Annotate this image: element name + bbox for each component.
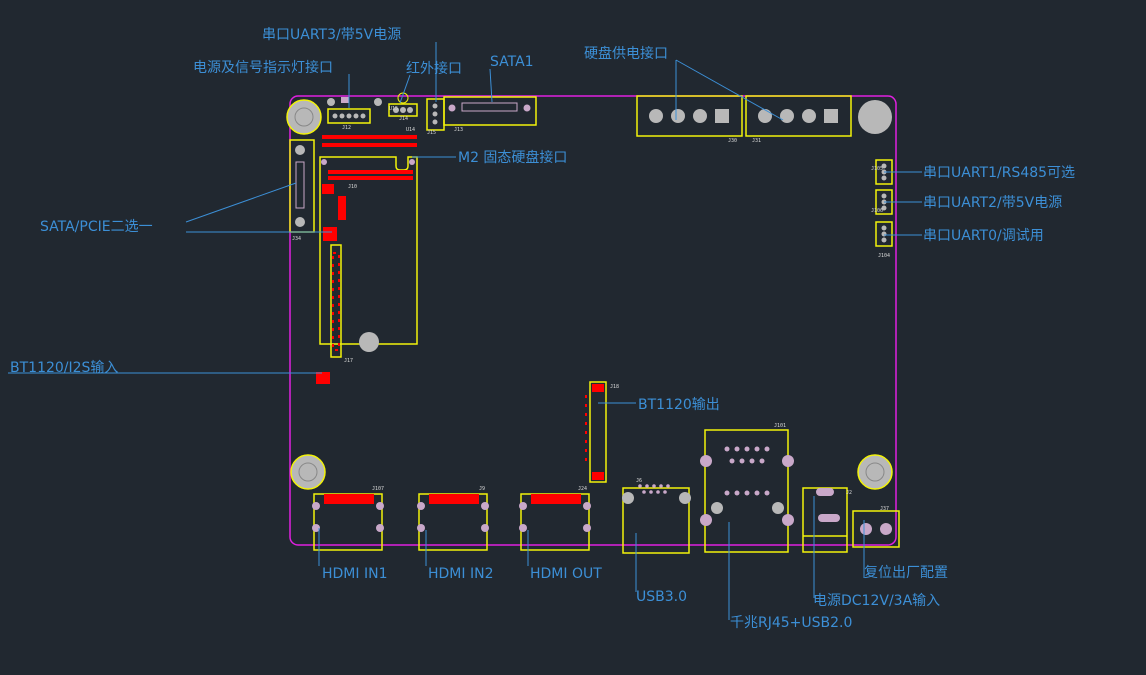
- label-hdmi-out: HDMI OUT: [530, 566, 602, 582]
- hdmi-in2-connector: [417, 493, 489, 551]
- label-uart3: 串口UART3/带5V电源: [262, 27, 401, 43]
- usb3-connector: [622, 484, 691, 554]
- hdd-power-connector-j30: [636, 95, 743, 137]
- designator-labels: J12 J13 J14 J15 U14 U15 J30 J31 J34 J10 …: [292, 106, 890, 512]
- designator-j34: J34: [292, 236, 301, 242]
- right-uart-connectors: [875, 159, 893, 247]
- dc-power-jack: [802, 487, 848, 553]
- callout-labels: 串口UART3/带5V电源 电源及信号指示灯接口 红外接口 SATA1 硬盘供电…: [10, 27, 1075, 631]
- mounting-holes: [286, 99, 893, 490]
- bt1120-output-connector: [585, 381, 607, 483]
- designator-j17: J17: [344, 358, 353, 364]
- designator-j37: J37: [880, 506, 889, 512]
- designator-j18: J18: [610, 384, 619, 390]
- designator-j2: J2: [846, 490, 852, 496]
- designator-j13: J13: [454, 127, 463, 133]
- designator-j30: J30: [728, 138, 737, 144]
- designator-j105: J105: [871, 166, 883, 172]
- hdmi-out-connector: [519, 493, 591, 551]
- m2-pad-rows: [321, 135, 417, 352]
- designator-j6: J6: [636, 478, 642, 484]
- leader-lines: [8, 42, 922, 620]
- designator-j10: J10: [348, 184, 357, 190]
- ir-connector: [388, 92, 418, 117]
- designator-j9: J9: [479, 486, 485, 492]
- label-reset: 复位出厂配置: [864, 564, 948, 581]
- designator-j14: J14: [399, 116, 408, 122]
- label-uart1: 串口UART1/RS485可选: [923, 165, 1075, 181]
- reset-button: [852, 510, 900, 548]
- power-led-connector: [327, 97, 382, 124]
- rj45-usb2-connector: [700, 429, 794, 553]
- label-bt1120-out: BT1120输出: [638, 397, 720, 413]
- label-power-led: 电源及信号指示灯接口: [193, 59, 333, 76]
- sata-pcie-connector: [289, 139, 315, 233]
- designator-j106: J106: [871, 208, 883, 214]
- sata1-connector: [443, 96, 537, 126]
- uart3-connector: [426, 98, 445, 131]
- board-outline: [289, 95, 897, 546]
- designator-j104: J104: [878, 253, 890, 259]
- designator-u15: U15: [389, 106, 398, 112]
- label-dc-input: 电源DC12V/3A输入: [813, 593, 940, 609]
- label-hdd-power: 硬盘供电接口: [584, 45, 668, 62]
- designator-u14: U14: [406, 127, 415, 133]
- label-usb3: USB3.0: [636, 589, 687, 605]
- designator-j12: J12: [342, 125, 351, 131]
- m2-slot: [319, 156, 418, 345]
- label-rj45-usb2: 千兆RJ45+USB2.0: [730, 615, 852, 631]
- label-hdmi-in2: HDMI IN2: [428, 566, 493, 582]
- label-m2: M2 固态硬盘接口: [458, 149, 567, 166]
- hdmi-in1-connector: [312, 493, 384, 551]
- label-hdmi-in1: HDMI IN1: [322, 566, 387, 582]
- label-ir: 红外接口: [406, 60, 462, 77]
- designator-j107: J107: [372, 486, 384, 492]
- designator-j24: J24: [578, 486, 587, 492]
- designator-j31: J31: [752, 138, 761, 144]
- designator-j101: J101: [774, 423, 786, 429]
- label-sata-pcie: SATA/PCIE二选一: [40, 219, 153, 235]
- designator-j15: J15: [427, 130, 436, 136]
- label-uart0: 串口UART0/调试用: [923, 228, 1044, 244]
- hdd-power-connector-j31: [745, 95, 852, 137]
- label-sata1: SATA1: [490, 54, 534, 70]
- label-uart2: 串口UART2/带5V电源: [923, 195, 1062, 211]
- label-bt1120-in: BT1120/I2S输入: [10, 360, 118, 376]
- left-vertical-components: [316, 184, 346, 384]
